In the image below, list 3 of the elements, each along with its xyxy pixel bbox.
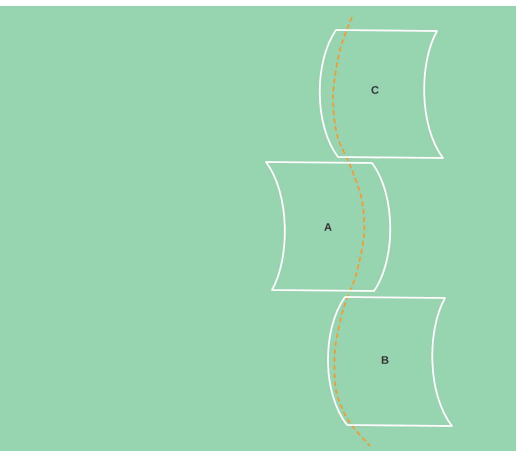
curved-panel: A [265,161,392,292]
curved-panel: C [318,29,444,159]
curved-panel: B [327,296,453,427]
